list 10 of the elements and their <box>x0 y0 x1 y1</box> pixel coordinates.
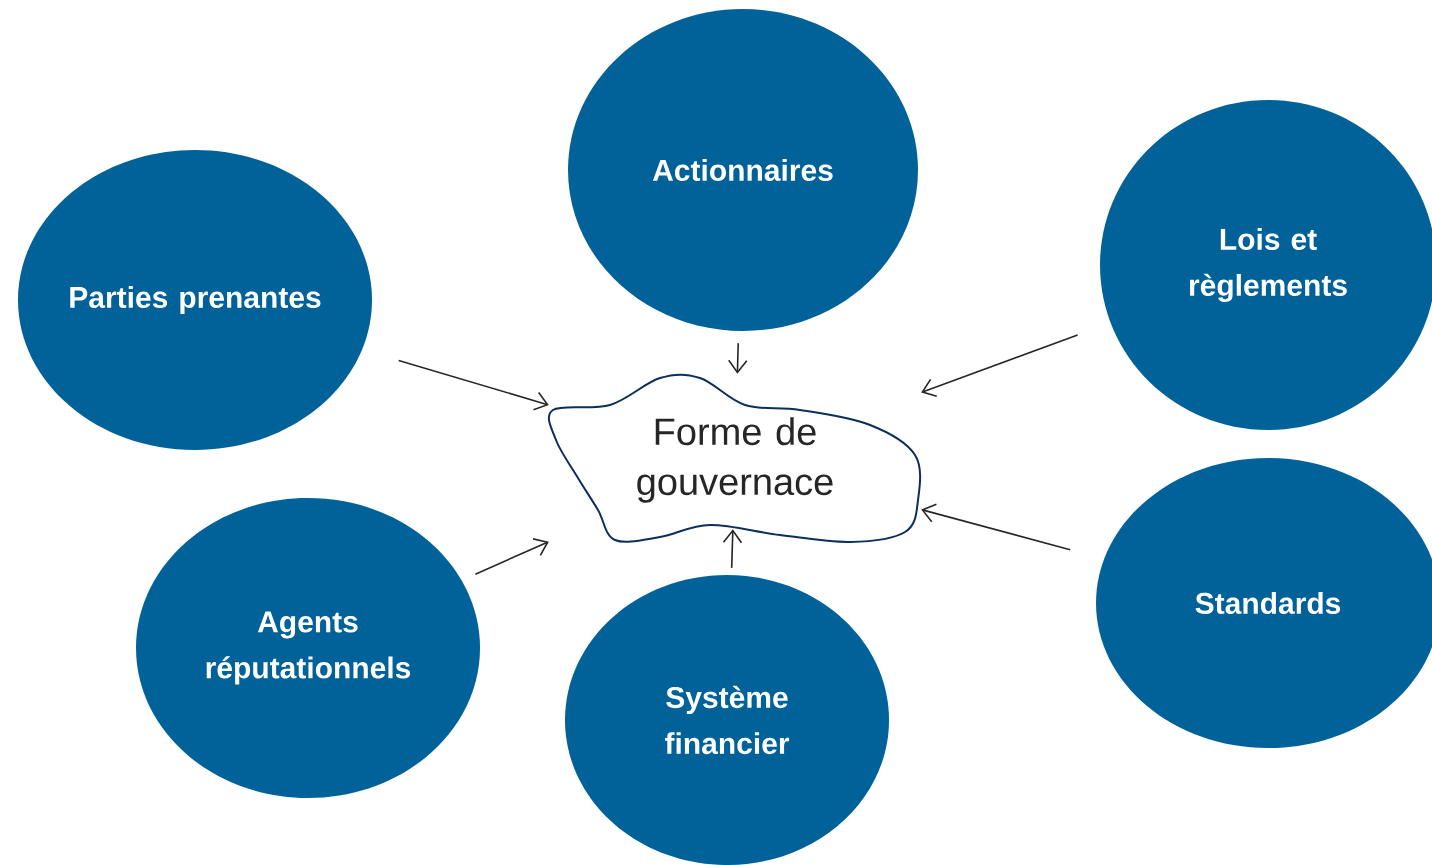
circle-node: Système financier <box>565 575 889 865</box>
circle-node: Parties prenantes <box>18 150 372 450</box>
arrow <box>474 538 549 575</box>
circle-node: Actionnaires <box>568 9 918 331</box>
arrow <box>921 503 1071 551</box>
arrow <box>921 334 1079 398</box>
arrow <box>727 342 748 374</box>
arrow <box>397 359 549 411</box>
circle-node: Agents réputationnels <box>136 498 480 798</box>
arrow <box>722 529 743 569</box>
